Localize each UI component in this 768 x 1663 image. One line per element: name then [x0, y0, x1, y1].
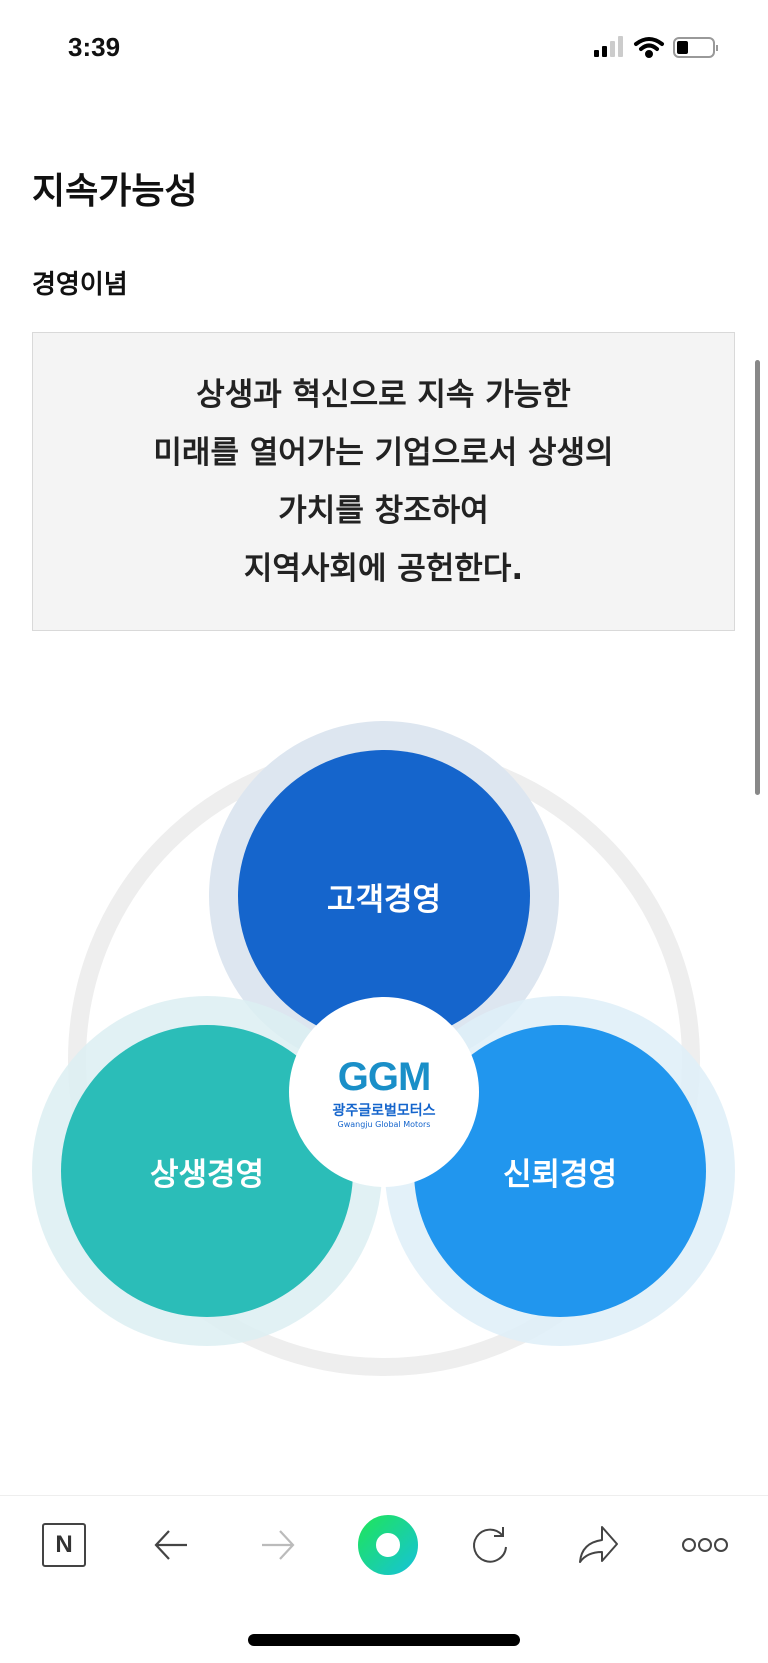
customer-management-circle: 고객경영	[238, 750, 530, 1042]
logo-name-ko: 광주글로벌모터스	[332, 1103, 436, 1119]
section-heading: 경영이념	[32, 270, 128, 300]
status-icons	[594, 36, 718, 58]
naver-home-button[interactable]: N	[39, 1523, 89, 1567]
home-indicator	[248, 1634, 520, 1646]
more-button[interactable]	[680, 1523, 730, 1567]
signal-icon	[594, 36, 623, 57]
circle-label: 고객경영	[326, 881, 442, 918]
share-icon	[579, 1526, 618, 1563]
logo-name-en: Gwangju Global Motors	[337, 1120, 431, 1129]
share-button[interactable]	[573, 1523, 623, 1567]
status-time: 3:39	[68, 32, 121, 62]
wifi-icon	[634, 37, 664, 58]
reload-icon	[473, 1527, 507, 1563]
ggm-logo: GGM 광주글로벌모터스 Gwangju Global Motors	[289, 997, 479, 1187]
reload-button[interactable]	[465, 1523, 515, 1567]
circle-label: 신뢰경영	[502, 1156, 618, 1193]
motto-line: 가치를 창조하여	[278, 492, 489, 529]
naver-n-icon: N	[42, 1523, 86, 1567]
scrollbar[interactable]	[755, 360, 760, 795]
back-button[interactable]	[146, 1523, 196, 1567]
motto-line: 지역사회에 공헌한다.	[243, 550, 524, 587]
arrow-left-icon	[154, 1530, 187, 1560]
forward-button[interactable]	[253, 1523, 303, 1567]
green-dot-icon	[358, 1515, 418, 1575]
motto-line: 미래를 열어가는 기업으로서 상생의	[153, 434, 614, 471]
arrow-right-icon	[262, 1530, 295, 1560]
battery-icon	[673, 37, 718, 58]
circle-label: 상생경영	[149, 1156, 265, 1193]
motto-line: 상생과 혁신으로 지속 가능한	[196, 376, 571, 413]
motto-box: 상생과 혁신으로 지속 가능한 미래를 열어가는 기업으로서 상생의 가치를 창…	[32, 332, 735, 631]
more-icon	[682, 1538, 728, 1552]
green-dot-button[interactable]	[358, 1515, 418, 1575]
logo-mark: GGM	[337, 1055, 432, 1099]
page-title: 지속가능성	[32, 171, 198, 212]
